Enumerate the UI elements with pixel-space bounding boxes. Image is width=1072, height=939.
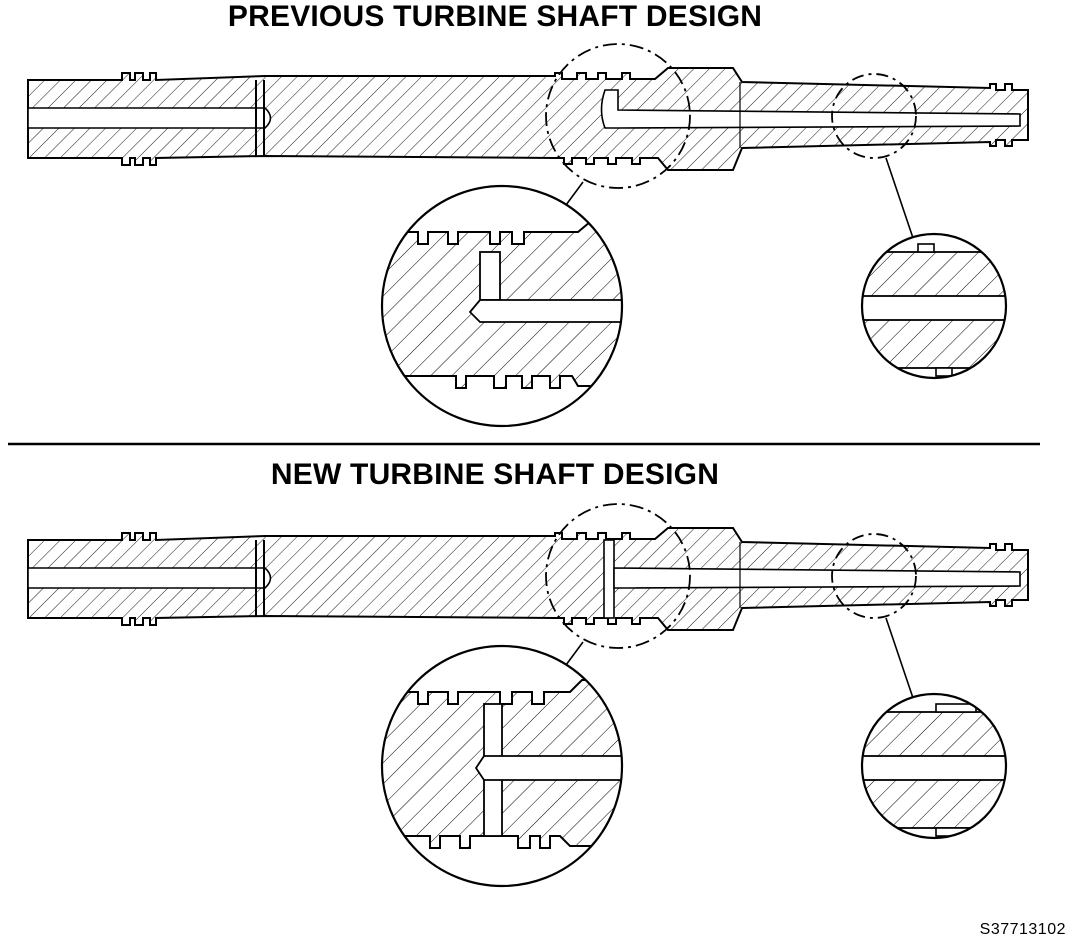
new-shaft (27, 503, 1029, 699)
previous-detail-view-small (860, 232, 1008, 380)
new-shaft-bore (27, 567, 272, 589)
previous-shaft-bore (27, 107, 272, 129)
new-detail-marker-right (831, 533, 917, 619)
new-shaft-bore-right (613, 567, 1021, 589)
previous-shaft (27, 43, 1029, 239)
new-detail-view-large (380, 644, 624, 888)
previous-detail-marker-left (545, 43, 691, 189)
previous-shaft-body (27, 67, 1029, 171)
new-shaft-body (27, 527, 1029, 631)
new-detail-view-small (860, 692, 1008, 840)
new-shaft-cross-passage (603, 539, 615, 619)
new-design-title: NEW TURBINE SHAFT DESIGN (270, 458, 720, 491)
previous-detail-marker-right (831, 73, 917, 159)
previous-design-title: PREVIOUS TURBINE SHAFT DESIGN (227, 0, 763, 33)
previous-detail-view-large (380, 184, 624, 428)
figure-id: S37713102 (979, 921, 1066, 938)
new-detail-marker-left (545, 503, 691, 649)
